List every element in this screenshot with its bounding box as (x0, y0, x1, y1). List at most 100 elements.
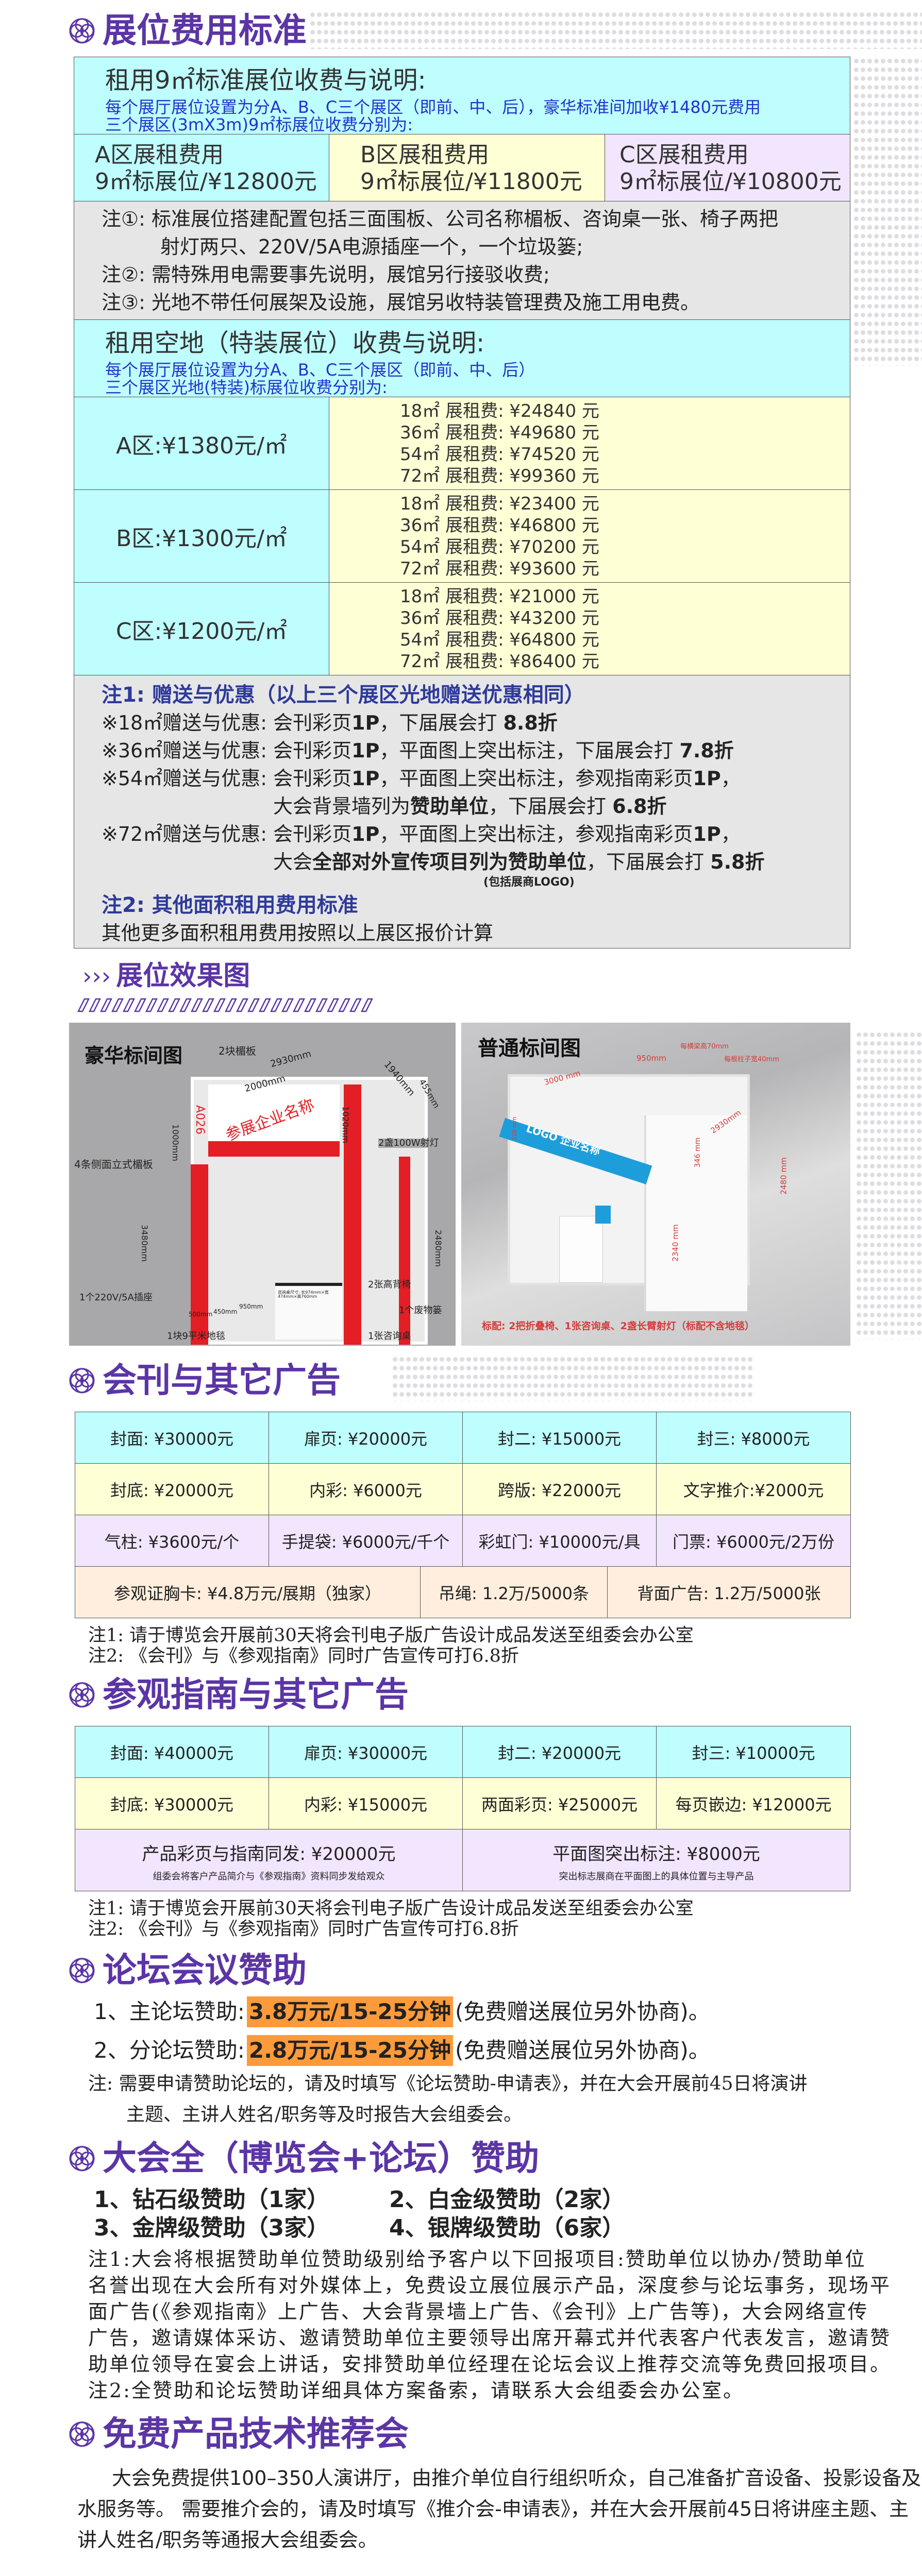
special-booth-title: 租用空地（特装展位）收费与说明: (105, 329, 485, 358)
guide-note: 注2: 《会刊》与《参观指南》同时广告宣传可打6.8折 (88, 1919, 519, 1940)
ad-cell: 参观证胸卡: ¥4.8万元/展期（独家） (75, 1566, 421, 1618)
luxury-booth-image: 豪华标间图 参展企业名称 A026 咨询桌尺寸: 长974mm×宽474mm×高… (69, 1023, 456, 1346)
ad-item-price: 内彩: ¥15000元 (304, 1794, 428, 1815)
price-line: 18㎡ 展租费: ¥24840 元 (400, 401, 599, 421)
zone-c-cell: C区展租费用 9㎡标展位/¥10800元 (605, 134, 850, 201)
section-title: 免费产品技术推荐会 (103, 2414, 409, 2454)
zone-name: A区展租费用 (95, 142, 224, 168)
sponsor-level: 3、金牌级赞助（3家） (94, 2215, 330, 2241)
ad-cell: 吊绳: 1.2万/5000条 (420, 1566, 608, 1618)
dim-label: 3480mm (139, 1225, 149, 1262)
special-booth-header: 租用空地（特装展位）收费与说明: 每个展厅展位设置为分A、B、C三个展区（即前、… (74, 319, 850, 397)
ad-cell: 封底: ¥20000元 (75, 1463, 269, 1515)
zone-name: B区展租费用 (360, 142, 490, 168)
dim-label: 2块楣板 (219, 1045, 256, 1057)
ad-cell: 扉页: ¥30000元 (269, 1726, 463, 1778)
ad-item-price: 气柱: ¥3600元/个 (104, 1532, 240, 1552)
zone-price: 9㎡标展位/¥12800元 (95, 168, 317, 195)
standard-booth-title: 租用9㎡标准展位收费与说明: (105, 66, 426, 95)
forum-item-label: 1、主论坛赞助: (94, 1999, 245, 2024)
special-booth-desc: 三个展区光地(特装)标展位收费分别为: (105, 378, 388, 397)
ad-cell: 文字推介:¥2000元 (656, 1463, 851, 1515)
image-title: 普通标间图 (478, 1037, 581, 1060)
ad-item-price: 封三: ¥10000元 (692, 1743, 815, 1763)
section-heading-guide: 参观指南与其它广告 (69, 1676, 409, 1714)
ad-cell: 跨版: ¥22000元 (462, 1463, 657, 1515)
ad-cell: 封面: ¥30000元 (75, 1412, 269, 1464)
ad-item-desc: 组委会将客户产品简介与《参观指南》资料同步发给观众 (153, 1871, 385, 1882)
dot-map-decoration (853, 57, 922, 366)
flower-icon (69, 1368, 95, 1394)
forum-note: 主题、主讲人姓名/职务等及时报告大会组委会。 (126, 2104, 523, 2125)
guide-wide-cell: 产品彩页与指南同发: ¥20000元 组委会将客户产品简介与《参观指南》资料同步… (75, 1829, 463, 1891)
forum-item-price: 2.8万元/15-25分钟 (246, 2035, 453, 2066)
red-pillar (399, 1157, 410, 1345)
section-heading-booth-fees: 展位费用标准 (69, 12, 307, 50)
offer-line-72-cont: 大会全部对外宣传项目列为赞助单位，下届展会打 5.8折 (273, 851, 765, 873)
standard-booth-desc: 每个展厅展位设置为分A、B、C三个展区（即前、中、后），豪华标准间加收¥1480… (105, 97, 761, 117)
ad-cell: 封二: ¥15000元 (462, 1412, 657, 1464)
item-label: 1张咨询桌 (368, 1331, 411, 1342)
ad-item-price: 每页嵌边: ¥12000元 (675, 1794, 832, 1815)
zone-b-cell: B区展租费用 9㎡标展位/¥11800元 (329, 134, 605, 201)
journal-note: 注2: 《会刊》与《参观指南》同时广告宣传可打6.8折 (88, 1646, 519, 1667)
flower-icon (69, 1958, 95, 1984)
section-heading-forum: 论坛会议赞助 (69, 1952, 307, 1990)
note-line: 射灯两只、220V/5A电源插座一个，一个垃圾篓; (160, 235, 583, 258)
dim-label: 1020mm (340, 1106, 350, 1143)
ad-cell: 扉页: ¥20000元 (269, 1412, 463, 1464)
forum-item-label: 2、分论坛赞助: (94, 2038, 245, 2063)
zone-rate: B区:¥1300元/㎡ (116, 525, 287, 552)
forum-item-main: 1、主论坛赞助: 3.8万元/15-25分钟 (免费赠送展位另外协商)。 (94, 1996, 710, 2027)
price-line: 36㎡ 展租费: ¥46800 元 (400, 515, 599, 536)
ad-item-price: 扉页: ¥20000元 (304, 1429, 428, 1449)
dot-map-decoration (392, 1355, 752, 1401)
ad-item-price: 扉页: ¥30000元 (304, 1743, 428, 1763)
ad-item-price: 产品彩页与指南同发: ¥20000元 (142, 1844, 396, 1865)
free-seminar-text: 水服务等。 需要推介会的，请及时填写《推介会-申请表》，并在大会开展前45日将讲… (77, 2498, 909, 2520)
forum-item-price: 3.8万元/15-25分钟 (246, 1996, 453, 2027)
flower-icon (69, 2146, 95, 2172)
ad-item-price: 封二: ¥20000元 (497, 1743, 622, 1763)
zone-name: C区展租费用 (619, 142, 749, 168)
offer-line-54: ※54㎡赠送与优惠: 会刊彩页1P，平面图上突出标注，参观指南彩页1P， (102, 767, 741, 790)
free-seminar-text: 讲人姓名/职务等通报大会组委会。 (77, 2529, 378, 2551)
ad-item-price: 彩虹门: ¥10000元/具 (478, 1532, 641, 1552)
ad-cell: 两面彩页: ¥25000元 (462, 1777, 657, 1829)
special-zone-c-label: C区:¥1200元/㎡ (74, 582, 329, 675)
ad-item-price: 跨版: ¥22000元 (497, 1480, 622, 1500)
standard-notes: 注①: 标准展位搭建配置包括三面围板、公司名称楣板、咨询桌一张、椅子两把 射灯两… (74, 201, 850, 320)
dim-label: 2480mm (433, 1230, 443, 1267)
sponsor-level: 1、钻石级赞助（1家） (94, 2187, 330, 2213)
ad-cell: 每页嵌边: ¥12000元 (656, 1777, 851, 1829)
desk-size-label: 咨询桌尺寸: 长974mm×宽474mm×高760mm (278, 1290, 329, 1299)
note-line: 注③: 光地不带任何展架及设施，展馆另收特装管理费及施工用电费。 (102, 291, 700, 314)
section-title: 参观指南与其它广告 (103, 1674, 409, 1715)
ad-item-price: 文字推介:¥2000元 (683, 1480, 824, 1500)
red-pillar (344, 1084, 361, 1345)
ad-item-desc: 突出标志展商在平面图上的具体位置与主导产品 (559, 1871, 754, 1882)
section-heading-sponsor: 大会全（博览会+论坛）赞助 (69, 2140, 539, 2178)
booth-side-wall (644, 1115, 747, 1311)
special-zone-a-label: A区:¥1380元/㎡ (74, 397, 329, 490)
ad-cell: 封三: ¥10000元 (656, 1726, 851, 1778)
section-heading-free-seminar: 免费产品技术推荐会 (69, 2414, 409, 2454)
section-title: 会刊与其它广告 (103, 1360, 341, 1400)
offer-line-72: ※72㎡赠送与优惠: 会刊彩页1P，平面图上突出标注，参观指南彩页1P， (102, 823, 741, 845)
item-label: 2张高背椅 (368, 1279, 411, 1290)
guide-wide-cell: 平面图突出标注: ¥8000元 突出标志展商在平面图上的具体位置与主导产品 (462, 1829, 850, 1891)
dim-label: 2340 mm (670, 1224, 680, 1262)
journal-note: 注1: 请于博览会开展前30天将会刊电子版广告设计成品发送至组委会办公室 (88, 1625, 694, 1646)
ad-item-price: 封二: ¥15000元 (497, 1429, 622, 1449)
price-line: 18㎡ 展租费: ¥23400 元 (400, 494, 599, 514)
other-area-text: 其他更多面积租用费用按照以上展区报价计算 (102, 922, 494, 944)
sponsor-note: 注1:大会将根据赞助单位赞助级别给予客户以下回报项目:赞助单位以协办/赞助单位 (88, 2248, 866, 2270)
offer-line-18: ※18㎡赠送与优惠: 会刊彩页1P，下届展会打 8.8折 (102, 711, 558, 734)
ad-cell: 内彩: ¥15000元 (269, 1777, 463, 1829)
other-area-title: 注2: 其他面积租用费用标准 (102, 893, 358, 917)
ad-item-price: 封底: ¥20000元 (110, 1480, 234, 1500)
special-booth-desc: 每个展厅展位设置为分A、B、C三个展区（即前、中、后） (105, 360, 535, 380)
dim-label: 950mm (636, 1054, 666, 1063)
ad-item-price: 吊绳: 1.2万/5000条 (438, 1583, 590, 1603)
ad-item-price: 手提袋: ¥6000元/千个 (281, 1532, 450, 1552)
